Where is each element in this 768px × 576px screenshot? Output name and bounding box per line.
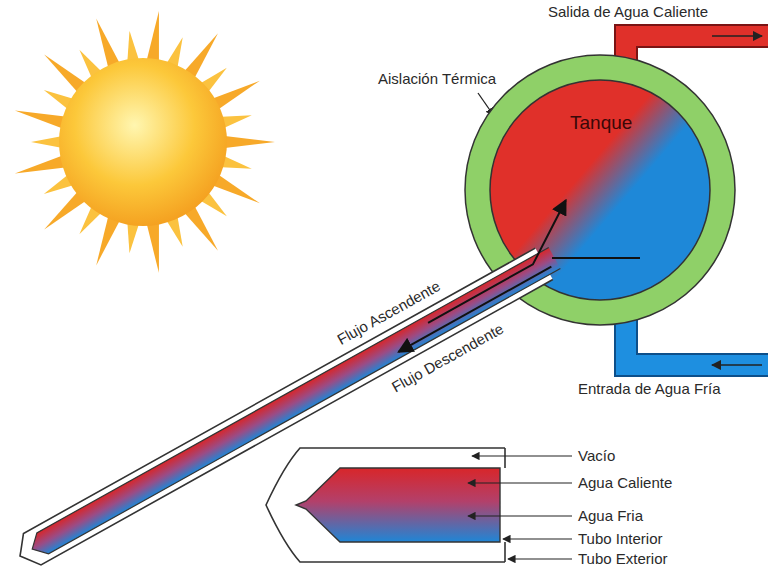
tank-shape xyxy=(465,55,735,325)
leader-line xyxy=(468,515,572,516)
outer-tube xyxy=(504,448,506,468)
flow-arrow xyxy=(712,35,762,37)
tube-detail xyxy=(266,448,572,562)
part-label: Vacío xyxy=(578,447,615,464)
leader-line xyxy=(472,455,572,456)
leader-line xyxy=(468,482,572,483)
inlet-label: Entrada de Agua Fría xyxy=(578,380,721,397)
sun xyxy=(15,11,275,273)
outer-tube xyxy=(266,448,505,562)
sun-ray xyxy=(221,135,275,148)
insulation-label: Aislación Térmica xyxy=(378,70,496,87)
outer-tube xyxy=(504,542,506,562)
leader-line xyxy=(508,558,572,559)
divider xyxy=(552,257,640,259)
sun-ray xyxy=(146,11,159,66)
sun-ray xyxy=(146,218,159,273)
part-label: Agua Caliente xyxy=(578,474,672,491)
flow-arrow xyxy=(409,200,586,323)
tank-label: Tanque xyxy=(570,112,632,134)
evacuated-tube xyxy=(0,200,596,572)
part-label: Tubo Exterior xyxy=(578,550,667,567)
part-label: Agua Fria xyxy=(578,507,643,524)
outlet-label: Salida de Agua Caliente xyxy=(548,3,708,20)
part-label: Tubo Interior xyxy=(578,530,663,547)
inner-tube xyxy=(296,468,500,542)
sun-rays xyxy=(15,11,275,273)
leader-line xyxy=(503,538,572,539)
flow-arrow xyxy=(712,364,762,366)
tank-node: Tanque xyxy=(465,55,735,325)
sun-core xyxy=(59,58,227,226)
